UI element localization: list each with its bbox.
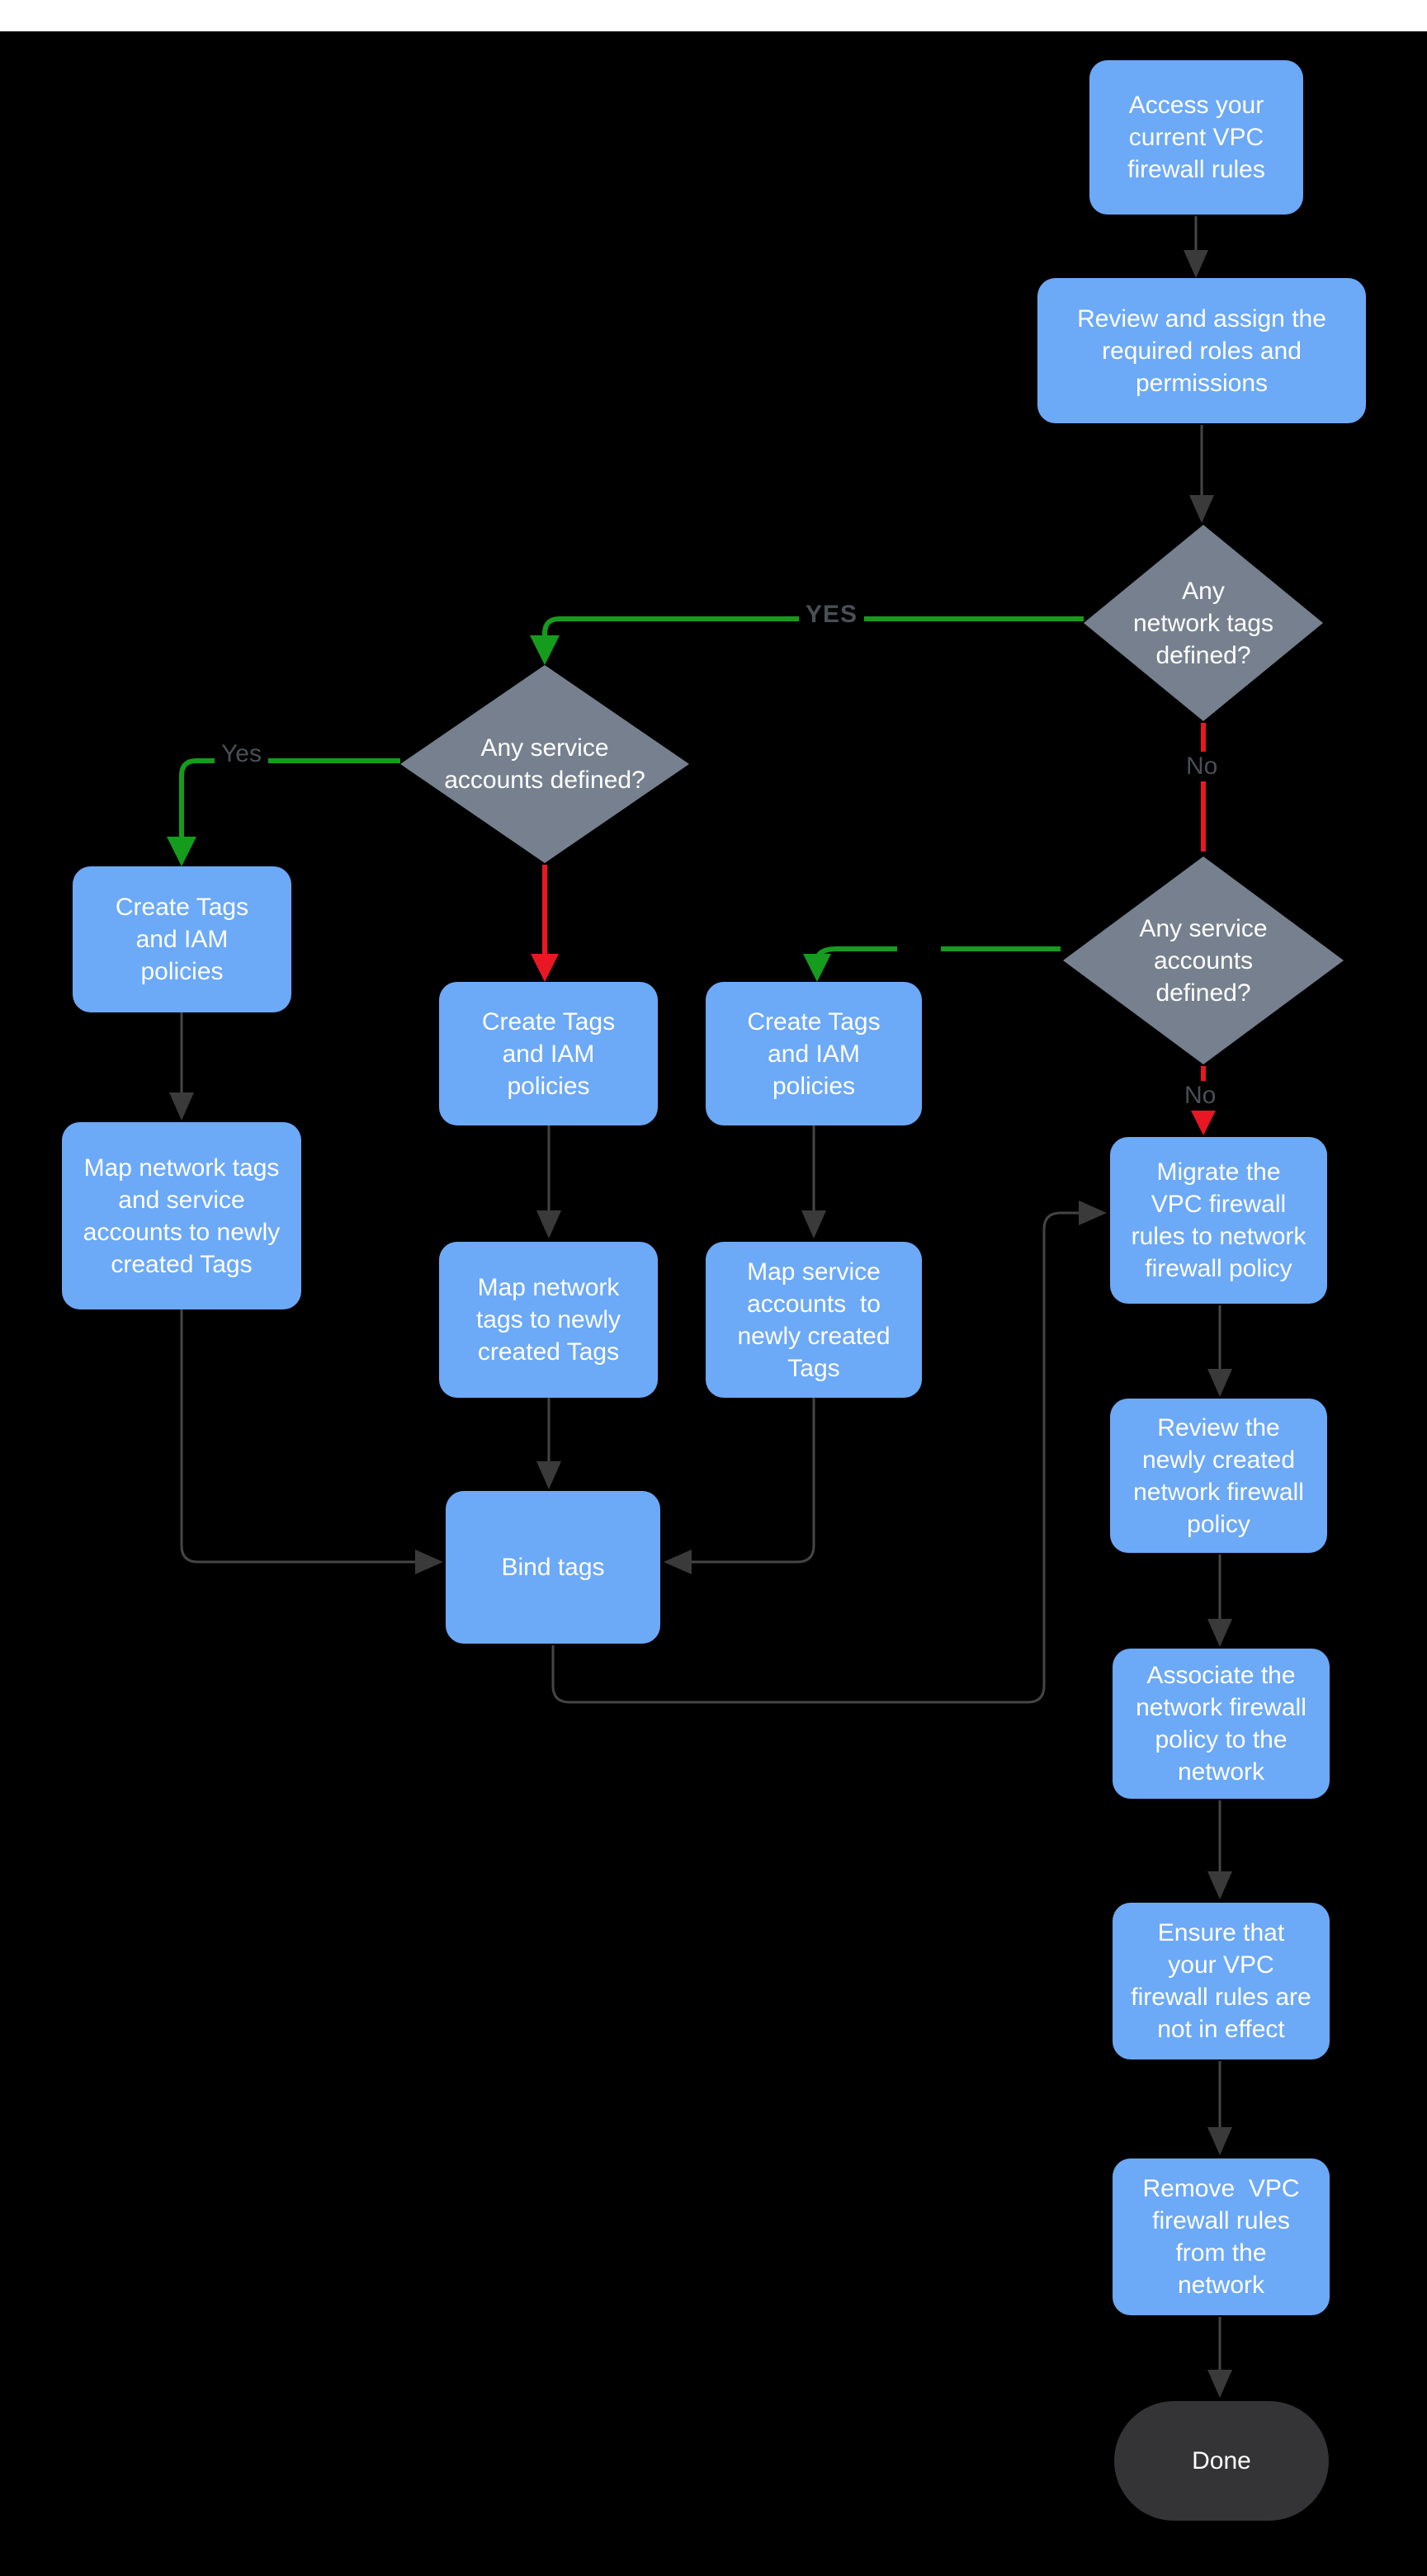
edge-create-right-to-map-right	[801, 1125, 826, 1238]
edge-bind-to-migrate	[551, 1201, 1107, 1704]
node-access-vpc-firewall-rules: Access your current VPC firewall rules	[1089, 60, 1303, 215]
edge-yes-network-tags	[530, 616, 1084, 665]
edge-yes-service-accounts-left	[167, 758, 400, 866]
node-create-tags-iam-left: Create Tags and IAM policies	[73, 866, 291, 1012]
node-done-terminal: Done	[1114, 2401, 1329, 2521]
node-label: Ensure that your VPC firewall rules are …	[1131, 1919, 1311, 2043]
node-create-tags-iam-right: Create Tags and IAM policies	[706, 982, 922, 1125]
edge-no-service-accounts-left	[531, 865, 559, 982]
edge-label-yes-network-tags: YES	[799, 600, 865, 630]
edge-create-left-to-map-left	[169, 1012, 194, 1121]
node-label: Review the newly created network firewal…	[1133, 1413, 1304, 1538]
node-create-tags-iam-mid: Create Tags and IAM policies	[439, 982, 658, 1125]
edge-map-left-to-bind	[180, 1309, 443, 1574]
node-migrate-vpc-rules: Migrate the VPC firewall rules to networ…	[1110, 1137, 1327, 1304]
edge-label-no-service-accounts: No	[1178, 1081, 1223, 1111]
node-review-network-firewall-policy: Review the newly created network firewal…	[1110, 1399, 1327, 1553]
node-label: Review and assign the required roles and…	[1077, 304, 1326, 397]
node-label: Remove VPC firewall rules from the netwo…	[1142, 2175, 1300, 2299]
node-map-network-tags: Map network tags to newly created Tags	[439, 1242, 658, 1398]
node-label: Associate the network firewall policy to…	[1136, 1662, 1307, 1786]
node-label: Map network tags and service accounts to…	[83, 1154, 281, 1278]
node-label: Done	[1192, 2447, 1251, 2475]
node-label: Access your current VPC firewall rules	[1127, 92, 1265, 183]
node-label: Bind tags	[501, 1554, 605, 1581]
edge-map-right-to-bind	[664, 1398, 815, 1574]
node-label: Map service accounts to newly created Ta…	[737, 1257, 891, 1382]
edge-create-mid-to-map-mid	[536, 1125, 561, 1238]
edge-review-policy-to-associate	[1207, 1555, 1232, 1647]
node-label: Map network tags to newly created Tags	[475, 1274, 621, 1366]
node-label: Create Tags and IAM policies	[115, 894, 249, 985]
node-label: Any service accounts defined?	[444, 734, 645, 794]
node-map-network-tags-service-accounts: Map network tags and service accounts to…	[62, 1122, 301, 1309]
node-label: Any network tags defined?	[1132, 577, 1274, 669]
edge-access-to-review	[1184, 216, 1208, 278]
node-label: Migrate the VPC firewall rules to networ…	[1131, 1158, 1307, 1282]
node-ensure-rules-not-in-effect: Ensure that your VPC firewall rules are …	[1113, 1903, 1330, 2059]
node-associate-policy-to-network: Associate the network firewall policy to…	[1113, 1649, 1330, 1799]
edge-associate-to-ensure	[1207, 1800, 1232, 1899]
node-remove-vpc-rules: Remove VPC firewall rules from the netwo…	[1113, 2158, 1330, 2315]
edge-label-yes-service-accounts: Yes	[215, 739, 268, 769]
edge-migrate-to-review-policy	[1207, 1305, 1232, 1397]
node-label: Any service accounts defined?	[1139, 914, 1268, 1007]
edge-remove-to-done	[1207, 2317, 1232, 2398]
node-bind-tags: Bind tags	[446, 1491, 660, 1644]
edge-map-mid-to-bind	[536, 1398, 561, 1489]
node-review-roles-permissions: Review and assign the required roles and…	[1037, 278, 1366, 423]
edge-label-no-network-tags: No	[1179, 752, 1225, 781]
edge-no-service-accounts-right	[1188, 1066, 1218, 1135]
node-map-service-accounts: Map service accounts to newly created Ta…	[706, 1242, 922, 1398]
node-label: Create Tags and IAM policies	[481, 1007, 616, 1100]
top-white-strip	[0, 0, 1427, 31]
edge-ensure-to-remove	[1207, 2061, 1232, 2155]
edge-review-to-network-tags-decision	[1189, 425, 1214, 523]
node-label: Create Tags and IAM policies	[747, 1007, 881, 1100]
edge-yes-service-accounts-right	[803, 946, 1061, 982]
